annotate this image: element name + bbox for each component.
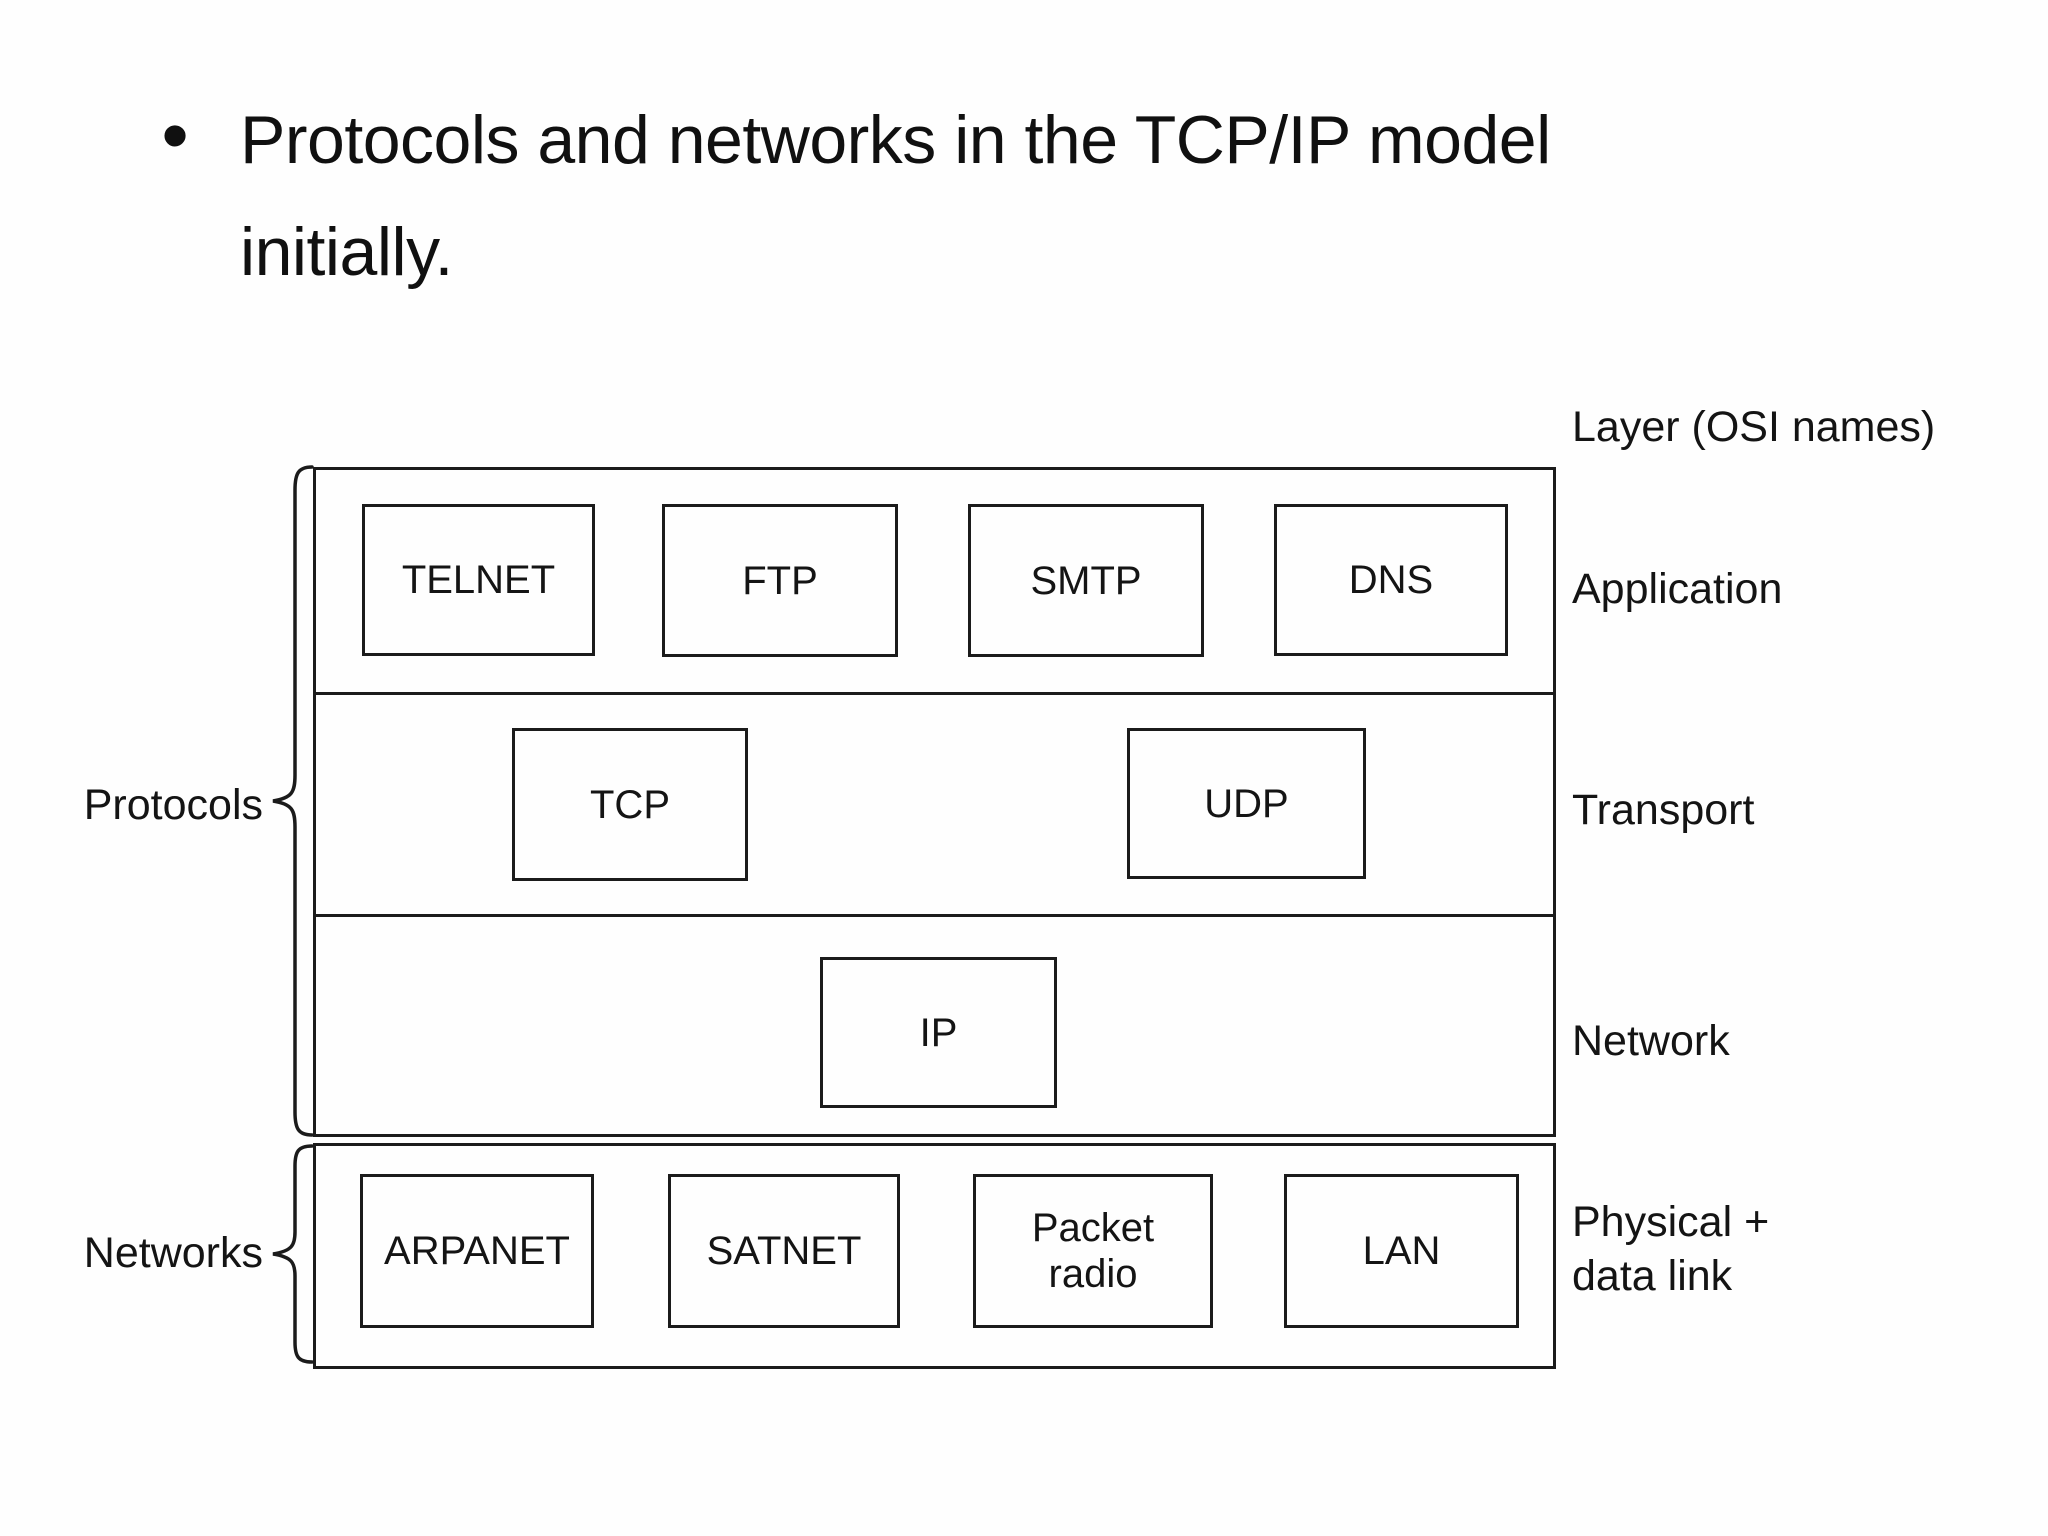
protocol-label: DNS — [1348, 558, 1434, 602]
networks-brace-icon — [272, 1144, 314, 1364]
protocol-box-ftp: FTP — [662, 504, 898, 657]
network-box-lan: LAN — [1284, 1174, 1519, 1328]
protocols-brace-icon — [272, 465, 314, 1137]
protocol-label: UDP — [1204, 781, 1289, 826]
layer-divider — [316, 692, 1553, 695]
protocol-box-telnet: TELNET — [362, 504, 595, 656]
network-label: SATNET — [706, 1229, 862, 1273]
network-label: LAN — [1362, 1229, 1441, 1273]
protocol-box-smtp: SMTP — [968, 504, 1204, 657]
protocol-label: FTP — [742, 558, 818, 603]
protocol-label: IP — [919, 1010, 958, 1055]
network-label: ARPANET — [384, 1229, 570, 1273]
slide-title: Protocols and networks in the TCP/IP mod… — [240, 102, 1551, 290]
networks-group-label: Networks — [83, 1229, 263, 1277]
network-box-satnet: SATNET — [668, 1174, 900, 1328]
protocol-box-dns: DNS — [1274, 504, 1508, 656]
layer-label-network: Network — [1572, 1017, 1730, 1065]
protocol-label: TCP — [590, 782, 670, 827]
protocol-label: SMTP — [1030, 558, 1142, 603]
networks-stack-box — [313, 1143, 1556, 1369]
layer-label-application: Application — [1572, 565, 1783, 613]
layer-column-header: Layer (OSI names) — [1572, 403, 1936, 451]
protocols-group-label: Protocols — [83, 781, 263, 829]
protocols-stack-box — [313, 467, 1556, 1137]
network-box-packet-radio: Packet radio — [973, 1174, 1213, 1328]
protocol-box-ip: IP — [820, 957, 1057, 1108]
network-box-arpanet: ARPANET — [360, 1174, 594, 1328]
network-label: Packet radio — [1031, 1206, 1155, 1296]
protocol-box-tcp: TCP — [512, 728, 748, 881]
bullet-icon: • — [161, 90, 189, 179]
protocol-box-udp: UDP — [1127, 728, 1366, 879]
layer-label-transport: Transport — [1572, 786, 1755, 834]
layer-label-physical-data-link: Physical + data link — [1572, 1198, 1770, 1300]
protocol-label: TELNET — [401, 558, 556, 602]
layer-divider — [316, 914, 1553, 917]
